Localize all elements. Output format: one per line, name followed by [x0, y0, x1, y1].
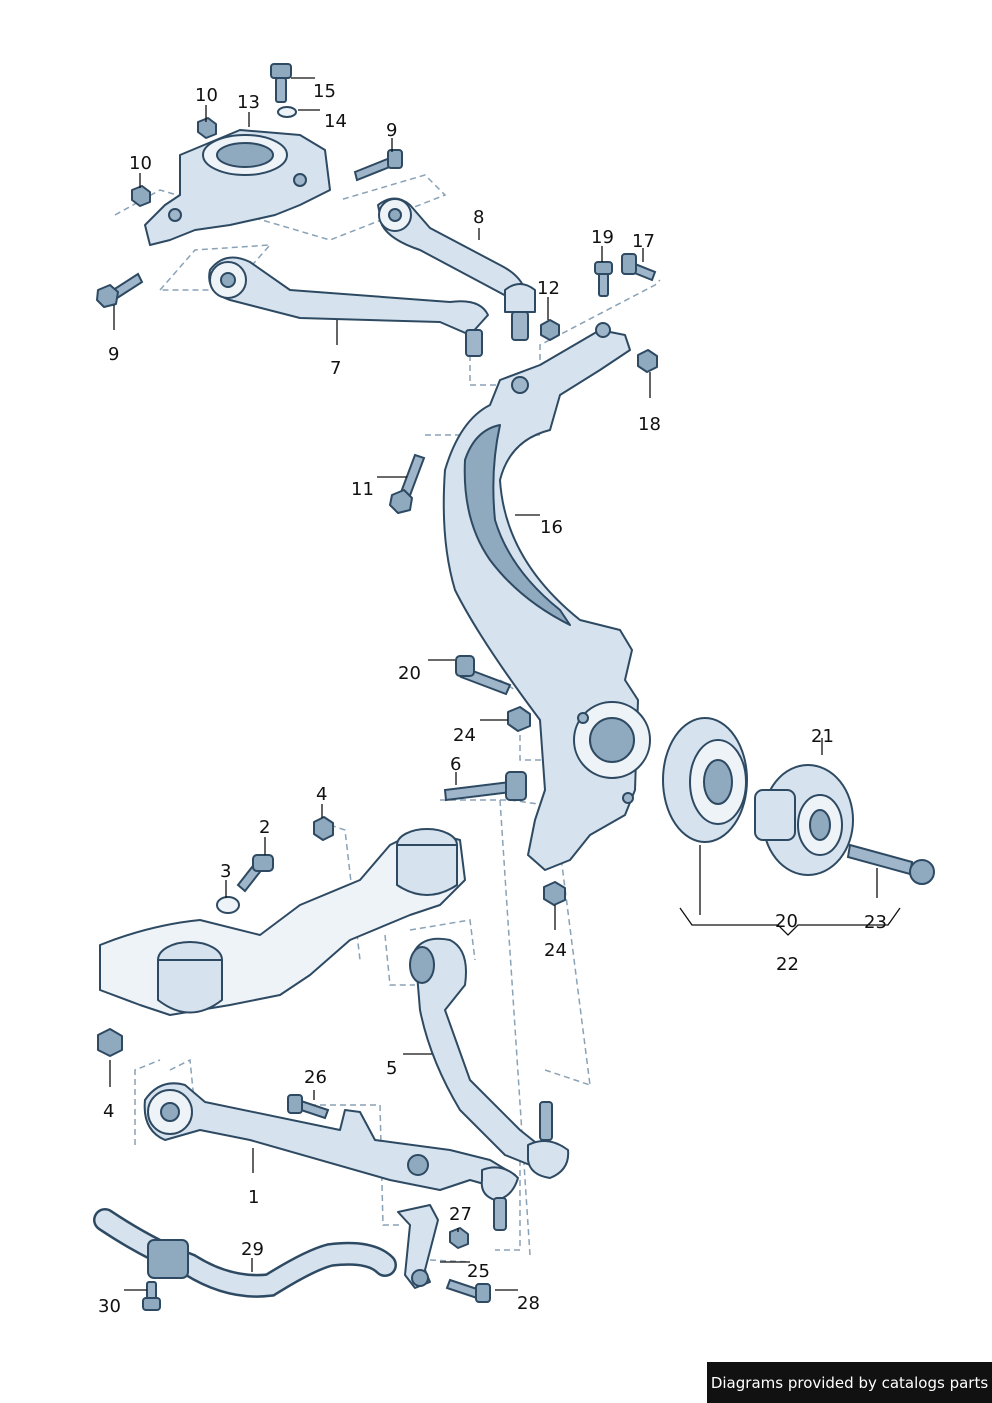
- callout-9-left: 9: [108, 344, 120, 365]
- callout-26: 26: [304, 1067, 327, 1088]
- callout-29: 29: [241, 1239, 264, 1260]
- stabilizer-bar: [93, 1208, 397, 1298]
- lower-control-arm-5: [409, 937, 570, 1179]
- credit-banner: Diagrams provided by catalogs parts: [707, 1362, 992, 1403]
- callout-30: 30: [98, 1296, 121, 1317]
- callout-14: 14: [324, 111, 347, 132]
- callout-10-left: 10: [129, 153, 152, 174]
- callout-20-hub: 20: [775, 911, 798, 932]
- callout-6: 6: [450, 754, 462, 775]
- upper-control-arm-7: [208, 256, 489, 357]
- callout-13: 13: [237, 92, 260, 113]
- callout-5: 5: [386, 1058, 398, 1079]
- callout-7: 7: [330, 358, 342, 379]
- wheel-carrier: [442, 322, 651, 871]
- hub-bolt-23: [846, 843, 935, 885]
- upper-control-arm-8: [377, 197, 536, 341]
- callout-22: 22: [776, 954, 799, 975]
- callout-28: 28: [517, 1293, 540, 1314]
- callout-12: 12: [537, 278, 560, 299]
- callout-11: 11: [351, 479, 374, 500]
- callout-24-bottom: 24: [544, 940, 567, 961]
- callout-20-knuckle: 20: [398, 663, 421, 684]
- callout-4-bottom: 4: [103, 1101, 115, 1122]
- wheel-hub: [754, 764, 854, 876]
- callout-8: 8: [473, 207, 485, 228]
- callout-19: 19: [591, 227, 614, 248]
- hardware: [96, 63, 658, 1311]
- callout-2: 2: [259, 817, 271, 838]
- callout-3: 3: [220, 861, 232, 882]
- coupling-rod-25: [397, 1204, 439, 1289]
- callout-10-top: 10: [195, 85, 218, 106]
- upper-bracket: [144, 129, 331, 246]
- lower-control-arm-1: [143, 1082, 519, 1231]
- callout-15: 15: [313, 81, 336, 102]
- callout-9-top: 9: [386, 120, 398, 141]
- wheel-bearing: [662, 717, 748, 843]
- callout-16: 16: [540, 517, 563, 538]
- callout-1: 1: [248, 1187, 260, 1208]
- callout-27: 27: [449, 1204, 472, 1225]
- leader-lines: [109, 77, 901, 1291]
- callout-23: 23: [864, 912, 887, 933]
- subframe: [99, 828, 466, 1016]
- callout-18: 18: [638, 414, 661, 435]
- callout-21: 21: [811, 726, 834, 747]
- callout-17: 17: [632, 231, 655, 252]
- callout-25: 25: [467, 1261, 490, 1282]
- callout-24-top: 24: [453, 725, 476, 746]
- callout-4-top: 4: [316, 784, 328, 805]
